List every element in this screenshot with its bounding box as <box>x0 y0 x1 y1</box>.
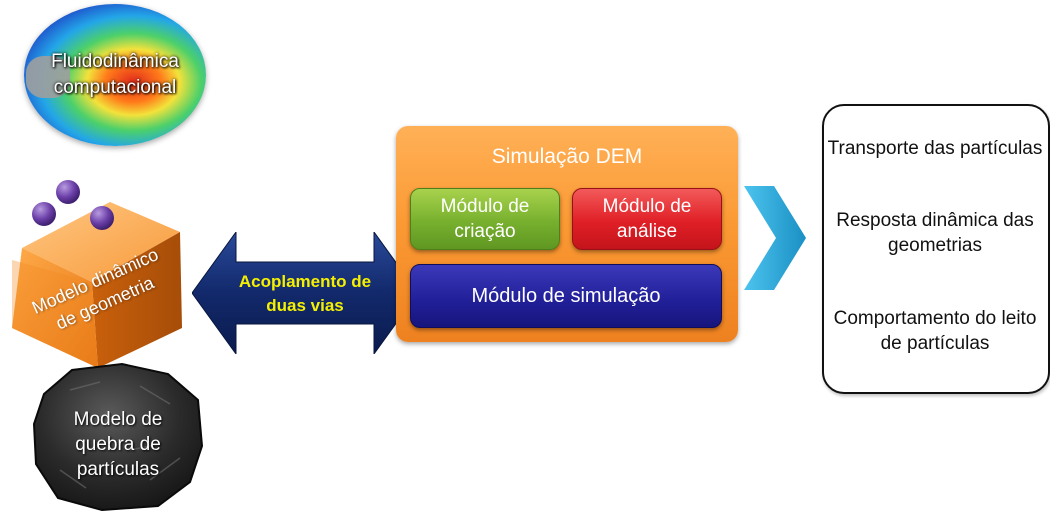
dem-title: Simulação DEM <box>491 145 643 168</box>
breakage-model-label: Modelo de quebra de partículas <box>73 408 163 480</box>
cfd-simulation-image: Fluidodinâmica computacional <box>24 4 206 146</box>
particle-icon <box>90 206 114 230</box>
cfd-label: Fluidodinâmica computacional <box>51 51 179 98</box>
analysis-module: Módulo de análise <box>572 188 722 250</box>
simulation-module: Módulo de simulação <box>410 264 722 328</box>
creation-module: Módulo de criação <box>410 188 560 250</box>
chevron-right-icon <box>744 186 806 290</box>
cfd-blob <box>26 56 70 98</box>
analysis-module-label: Módulo de análise <box>602 196 692 242</box>
particle-icon <box>32 202 56 226</box>
result-item: Transporte das partículas <box>827 137 1043 159</box>
creation-module-label: Módulo de criação <box>440 196 530 242</box>
result-item: Comportamento do leito de partículas <box>833 308 1037 354</box>
coupling-label: Acoplamento de duas vias <box>238 272 372 315</box>
results-box <box>822 104 1050 394</box>
two-way-arrow-icon <box>192 232 418 354</box>
result-item: Resposta dinâmica das geometrias <box>836 210 1034 256</box>
particle-icon <box>56 180 80 204</box>
simulation-module-label: Módulo de simulação <box>471 284 661 307</box>
rock-icon <box>32 362 204 512</box>
geometry-cube-icon <box>12 180 182 368</box>
